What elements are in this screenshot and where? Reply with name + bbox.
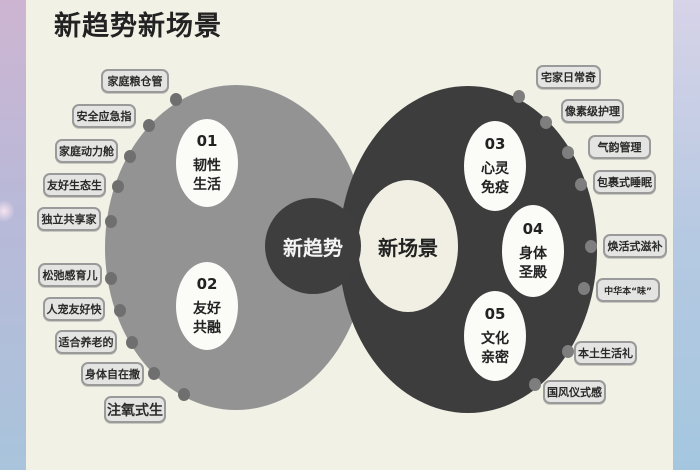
bubble-number: 01 — [196, 132, 218, 151]
connector-dot — [112, 180, 124, 193]
left-tag: 安全应急指 — [72, 104, 136, 128]
connector-dot — [578, 282, 590, 295]
bubble-number: 03 — [484, 135, 506, 154]
bubble-text: 文化亲密 — [481, 330, 509, 366]
connector-dot — [143, 119, 155, 132]
left-tag: 家庭动力舱 — [55, 139, 118, 163]
page-title: 新趋势新场景 — [54, 11, 222, 42]
bubble-number: 05 — [484, 305, 506, 324]
bubble-text: 心灵免疫 — [481, 160, 509, 196]
left-tag: 家庭粮仓管 — [101, 69, 169, 93]
scene-label: 新场景 — [378, 235, 438, 260]
left-tag: 友好生态生 — [43, 173, 106, 197]
scene-center-label: 新场景 — [358, 180, 458, 312]
background-strip — [673, 0, 700, 470]
connector-dot — [126, 336, 138, 349]
right-tag: 本土生活礼 — [574, 341, 637, 365]
connector-dot — [575, 178, 587, 191]
left-tag: 注氧式生 — [104, 396, 166, 423]
connector-dot — [562, 345, 574, 358]
light-glow — [0, 200, 14, 222]
connector-dot — [124, 150, 136, 163]
right-tag: 中华本“味” — [596, 278, 660, 302]
right-tag: 国风仪式感 — [543, 380, 606, 404]
connector-dot — [529, 378, 541, 391]
scene-bubble-05: 05 文化亲密 — [464, 291, 526, 381]
right-tag: 宅家日常奇 — [536, 65, 601, 89]
left-tag: 人宠友好快 — [43, 297, 105, 321]
bubble-text: 韧性生活 — [193, 157, 221, 193]
bubble-text: 身体圣殿 — [519, 245, 547, 281]
connector-dot — [170, 93, 182, 106]
connector-dot — [585, 240, 597, 253]
scene-bubble-04: 04 身体圣殿 — [502, 205, 564, 297]
connector-dot — [114, 304, 126, 317]
connector-dot — [513, 90, 525, 103]
trend-bubble-02: 02 友好共融 — [176, 262, 238, 350]
left-tag: 松弛感育儿 — [38, 263, 102, 287]
trend-bubble-01: 01 韧性生活 — [176, 119, 238, 207]
connector-dot — [178, 388, 190, 401]
connector-dot — [105, 272, 117, 285]
connector-dot — [148, 367, 160, 380]
connector-dot — [562, 146, 574, 159]
trend-center-label: 新趋势 — [265, 198, 361, 294]
left-tag: 独立共享家 — [37, 207, 101, 231]
right-tag: 包裹式睡眠 — [593, 170, 656, 194]
bubble-number: 02 — [196, 275, 218, 294]
bubble-text: 友好共融 — [193, 300, 221, 336]
right-tag: 气韵管理 — [588, 135, 651, 159]
bubble-number: 04 — [522, 220, 544, 239]
right-tag: 焕活式滋补 — [603, 234, 667, 258]
connector-dot — [105, 215, 117, 228]
right-tag: 像素级护理 — [561, 99, 624, 123]
scene-bubble-03: 03 心灵免疫 — [464, 121, 526, 211]
left-tag: 适合养老的 — [55, 330, 117, 354]
trend-label: 新趋势 — [283, 235, 343, 260]
left-tag: 身体自在撒 — [81, 362, 144, 386]
connector-dot — [540, 116, 552, 129]
